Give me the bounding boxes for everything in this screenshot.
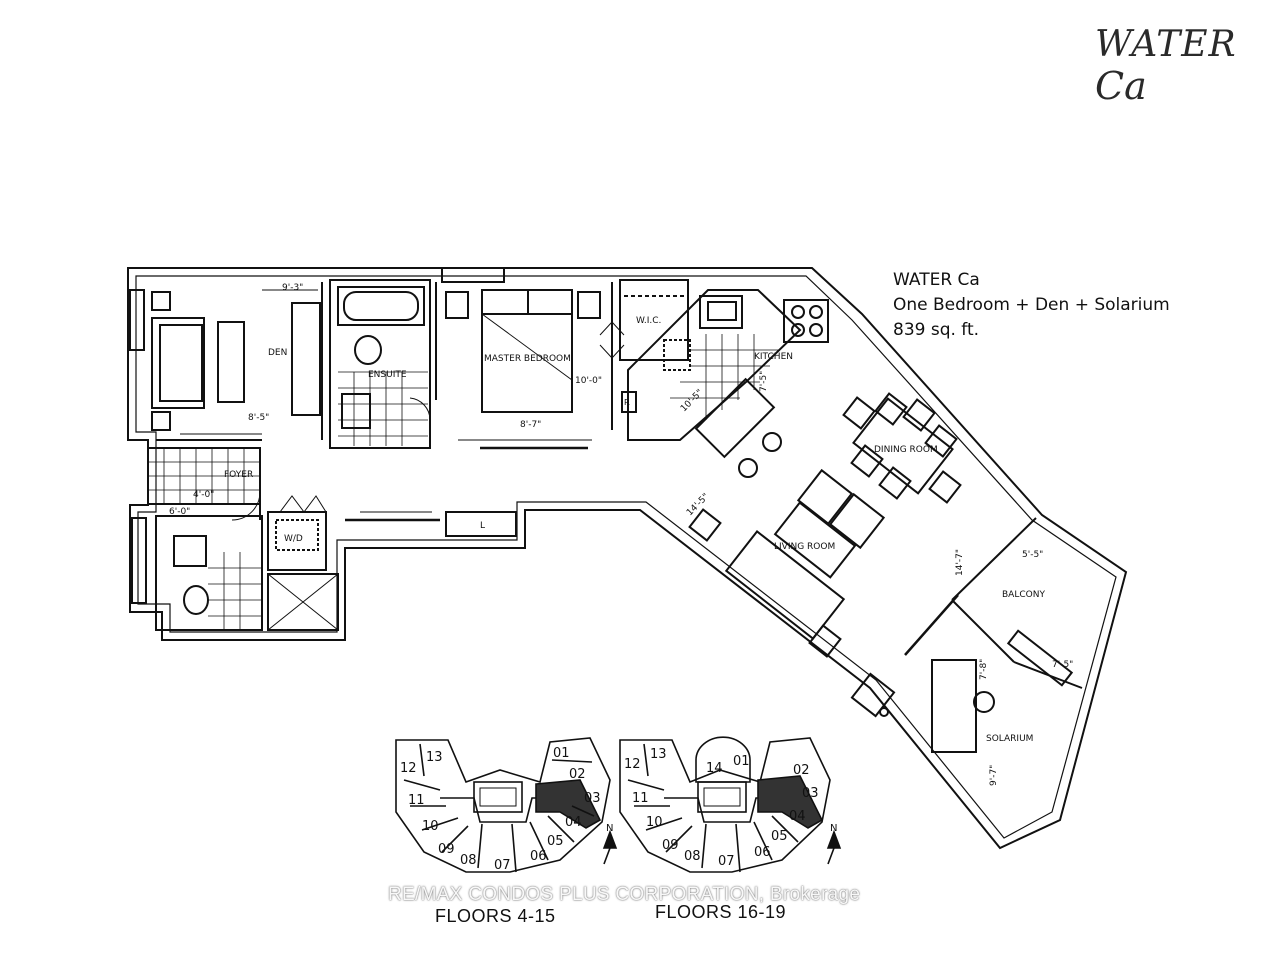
bath-window [131, 517, 147, 604]
kp1-unit: 02 [569, 767, 586, 782]
den-furniture [151, 291, 321, 431]
kp1-unit: 09 [438, 842, 455, 857]
kp2-unit: 02 [793, 763, 810, 778]
kp2-unit: 05 [771, 829, 788, 844]
kp2-unit: 11 [632, 791, 649, 806]
kp1-north-label: N [606, 823, 613, 834]
kp1-unit: 05 [547, 834, 564, 849]
linen-closet [445, 511, 517, 537]
kp1-unit: 12 [400, 761, 417, 776]
second-toilet [183, 585, 209, 615]
bathtub [337, 286, 425, 326]
label-pantry: P. [624, 398, 630, 407]
unit-type: One Bedroom + Den + Solarium [893, 295, 1170, 315]
label-washer-dryer: W/D [284, 534, 303, 544]
handwritten-note-line2: Ca [1095, 64, 1147, 108]
bedroom-window-closet [445, 291, 469, 319]
kp2-unit: 09 [662, 838, 679, 853]
kp1-unit: 13 [426, 750, 443, 765]
dim-living-b: 14'-7" [955, 549, 965, 576]
kp2-unit: 07 [718, 854, 735, 869]
dim-foyer-a: 4'-0" [193, 490, 214, 500]
kitchen-tile [670, 334, 780, 420]
unit-area: 839 sq. ft. [893, 320, 980, 340]
kp2-unit: 14 [706, 761, 723, 776]
key-plan-1-caption: FLOORS 4-15 [435, 906, 556, 926]
laundry-closet [267, 511, 327, 571]
second-bath [155, 515, 263, 631]
kp1-unit: 10 [422, 819, 439, 834]
dim-balcony-b: 7'-5" [1052, 660, 1073, 670]
solarium-sofa [931, 659, 977, 753]
label-solarium: SOLARIUM [986, 734, 1033, 744]
dim-den-depth: 8'-5" [248, 413, 269, 423]
exterior-wall [127, 267, 1128, 850]
dim-kitchen-a: 7'-5" [759, 371, 769, 392]
dim-den-width: 9'-3" [282, 283, 303, 293]
ensuite-room [329, 279, 431, 449]
label-balcony: BALCONY [1002, 590, 1045, 600]
kp2-unit: 03 [802, 786, 819, 801]
dim-balcony-a: 5'-5" [1022, 550, 1043, 560]
dim-solarium-a: 7'-8" [979, 659, 989, 680]
key-plan-floors-16-19 [619, 736, 842, 873]
kp2-unit: 06 [754, 845, 771, 860]
brokerage-watermark: RE/MAX CONDOS PLUS CORPORATION, Brokerag… [388, 884, 861, 905]
kp1-unit: 07 [494, 858, 511, 873]
handwritten-note-line1: WATER [1095, 24, 1237, 65]
kp2-unit: 10 [646, 815, 663, 830]
key-plan-2-caption: FLOORS 16-19 [655, 902, 787, 922]
dining-table [842, 392, 962, 504]
label-living-room: LIVING ROOM [774, 542, 835, 552]
living-furniture [688, 468, 886, 658]
kp2-unit: 01 [733, 754, 750, 769]
dim-living-a: 14'-5" [685, 492, 711, 518]
kp1-unit: 04 [565, 815, 582, 830]
label-den: DEN [268, 348, 287, 358]
interior-wall-line [135, 275, 1117, 839]
den-window [129, 289, 145, 351]
foyer-tile [148, 448, 260, 504]
label-kitchen: KITCHEN [754, 352, 793, 362]
balcony-window [1006, 629, 1074, 687]
label-linen: L [480, 521, 485, 531]
walk-in-closet [619, 279, 689, 361]
unit-title-block: WATER Ca One Bedroom + Den + Solarium 83… [893, 268, 1170, 343]
kp2-unit: 04 [789, 809, 806, 824]
key-plan-floors-4-15 [395, 737, 618, 873]
label-dining-room: DINING ROOM [874, 445, 938, 455]
dim-kitchen-b: 10'-5" [679, 388, 705, 414]
solarium-cabinet [850, 672, 896, 718]
kp1-unit: 03 [584, 791, 601, 806]
dim-bedroom-width: 8'-7" [520, 420, 541, 430]
kp2-unit: 13 [650, 747, 667, 762]
shaft [267, 573, 339, 631]
kp1-unit: 11 [408, 793, 425, 808]
pantry [621, 391, 637, 413]
kp1-unit: 06 [530, 849, 547, 864]
kp2-unit: 12 [624, 757, 641, 772]
label-master-bedroom: MASTER BEDROOM [484, 354, 571, 364]
dim-foyer-b: 6'-0" [169, 507, 190, 517]
ensuite-toilet [354, 335, 382, 365]
kp2-unit: 08 [684, 849, 701, 864]
roof-vent [441, 267, 505, 283]
kitchen-counters [627, 289, 829, 459]
label-foyer: FOYER [224, 470, 253, 480]
key-plan-2-labels: 01 02 03 04 05 06 07 08 09 10 11 12 13 1… [624, 747, 837, 869]
ensuite-tile [338, 371, 428, 446]
kp1-unit: 08 [460, 853, 477, 868]
kp2-north-label: N [830, 823, 837, 834]
dim-bedroom-depth: 10'-0" [575, 376, 602, 386]
label-wic: W.I.C. [636, 316, 661, 326]
dim-solarium-b: 9'-7" [989, 765, 999, 786]
unit-name: WATER Ca [893, 270, 980, 290]
label-ensuite: ENSUITE [368, 370, 407, 380]
key-plan-1-labels: 01 02 03 04 05 06 07 08 09 10 11 12 13 N [400, 746, 613, 873]
kp1-unit: 01 [553, 746, 570, 761]
